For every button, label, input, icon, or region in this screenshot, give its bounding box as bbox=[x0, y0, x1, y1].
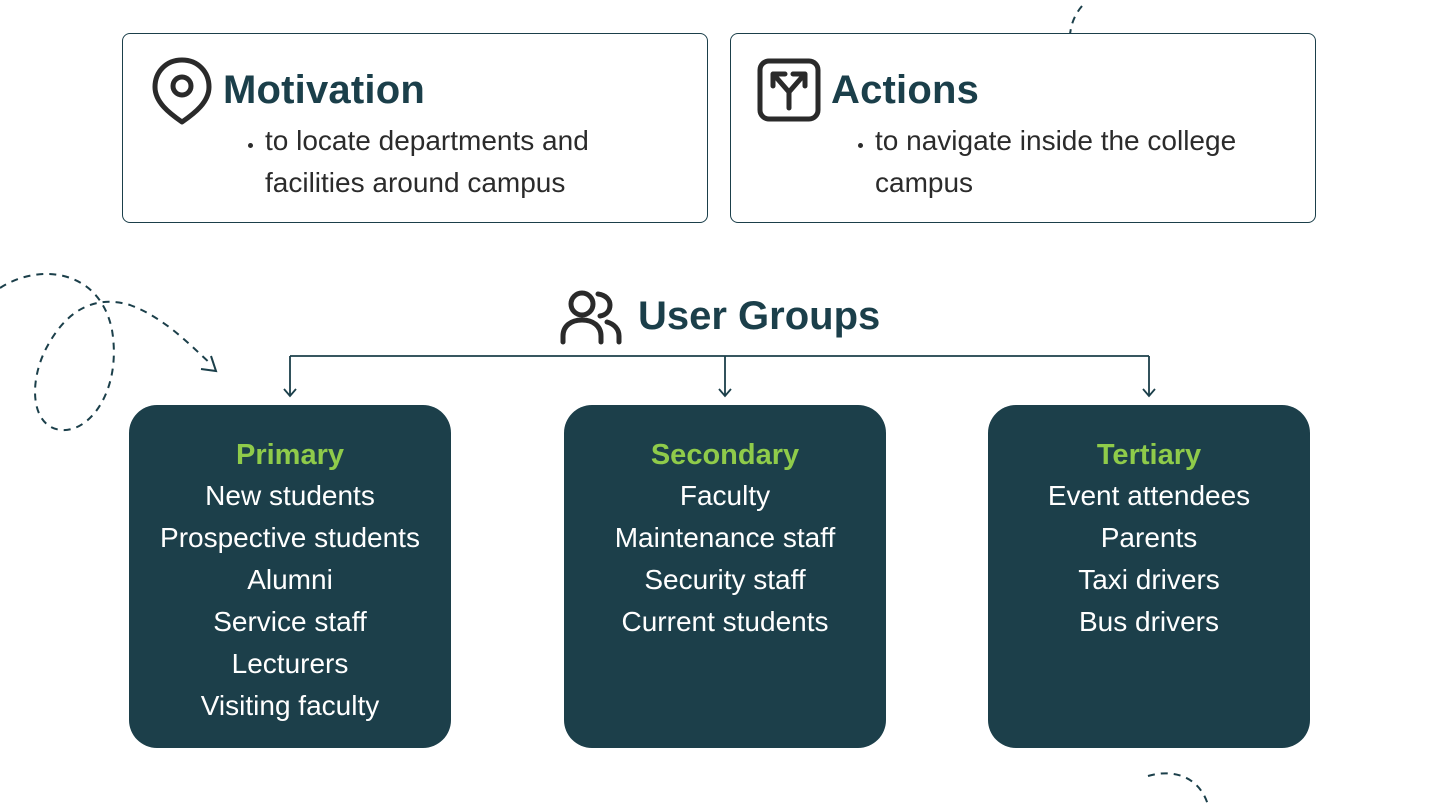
group-list: New students Prospective students Alumni… bbox=[129, 475, 451, 727]
group-connector bbox=[283, 355, 1156, 398]
primary-group-box: Primary New students Prospective student… bbox=[129, 405, 451, 748]
list-item: Visiting faculty bbox=[200, 690, 380, 721]
actions-item: to navigate inside the college campus bbox=[875, 120, 1295, 204]
group-title: Primary bbox=[235, 439, 344, 471]
list-item: Prospective students bbox=[160, 522, 420, 553]
actions-list: to navigate inside the college campus bbox=[845, 120, 1295, 204]
list-item: Faculty bbox=[679, 480, 771, 511]
list-item: Alumni bbox=[247, 564, 333, 595]
secondary-group-box: Secondary Faculty Maintenance staff Secu… bbox=[564, 405, 886, 748]
list-item: Service staff bbox=[213, 606, 367, 637]
location-pin-icon bbox=[151, 56, 213, 131]
tertiary-group-box: Tertiary Event attendees Parents Taxi dr… bbox=[988, 405, 1310, 748]
group-list: Faculty Maintenance staff Security staff… bbox=[564, 475, 886, 643]
list-item: Security staff bbox=[644, 564, 806, 595]
motivation-card: Motivation to locate departments and fac… bbox=[122, 33, 708, 223]
split-arrows-icon bbox=[757, 58, 821, 127]
list-item: New students bbox=[205, 480, 375, 511]
group-list: Event attendees Parents Taxi drivers Bus… bbox=[988, 475, 1310, 643]
group-title: Secondary bbox=[650, 439, 800, 471]
motivation-list: to locate departments and facilities aro… bbox=[235, 120, 685, 204]
list-item: Parents bbox=[1100, 522, 1198, 553]
actions-title: Actions bbox=[831, 68, 980, 112]
list-item: Event attendees bbox=[1047, 480, 1251, 511]
dashed-bottom-arc bbox=[1147, 772, 1209, 806]
list-item: Lecturers bbox=[231, 648, 349, 679]
group-title: Tertiary bbox=[1096, 439, 1202, 471]
motivation-item: to locate departments and facilities aro… bbox=[265, 120, 685, 204]
users-icon bbox=[560, 288, 622, 351]
list-item: Maintenance staff bbox=[614, 522, 836, 553]
motivation-title: Motivation bbox=[223, 68, 425, 112]
dashed-loop-arrowhead bbox=[200, 355, 218, 373]
user-groups-title: User Groups bbox=[638, 294, 881, 338]
list-item: Bus drivers bbox=[1078, 606, 1220, 637]
actions-card: Actions to navigate inside the college c… bbox=[730, 33, 1316, 223]
list-item: Taxi drivers bbox=[1078, 564, 1220, 595]
list-item: Current students bbox=[621, 606, 829, 637]
